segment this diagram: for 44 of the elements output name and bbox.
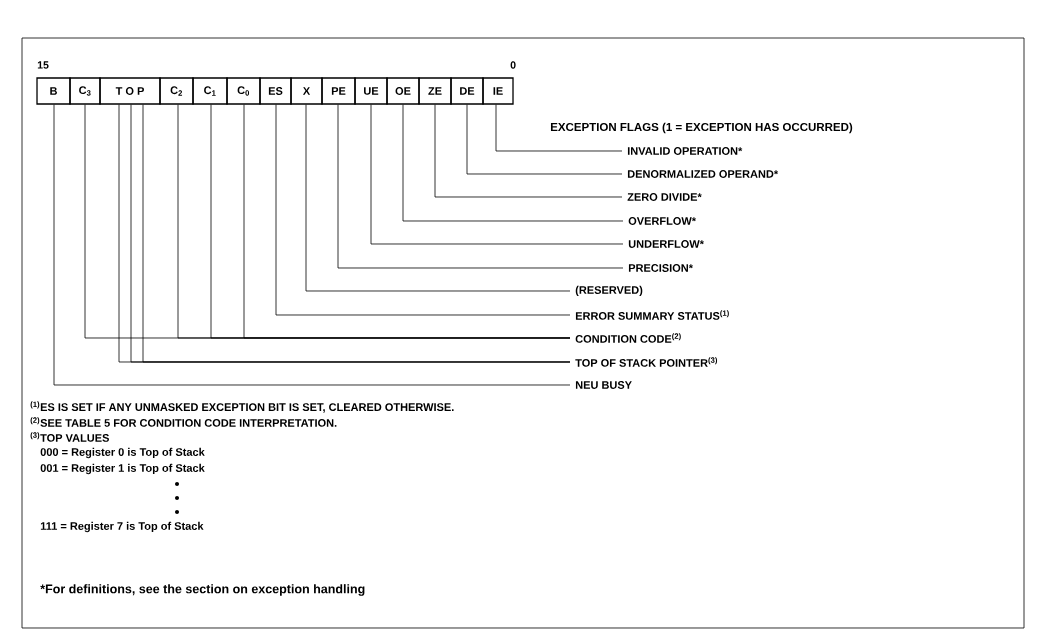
- bit-cell: PE: [321, 77, 356, 105]
- bit-number: 15: [37, 61, 49, 69]
- leader-line: [305, 104, 571, 292]
- bit-cell: C$_{1}$: [192, 77, 228, 105]
- footnote: 000 = Register 0 is Top of Stack: [40, 447, 205, 459]
- flag-label: TOP OF STACK POINTER$^{(3)}$: [575, 357, 718, 367]
- leader-line: [495, 104, 623, 152]
- bit-cell: DE: [450, 77, 484, 105]
- footnote: $^{(3)}$TOP VALUES: [30, 432, 109, 442]
- leader-line: [275, 104, 571, 316]
- bit-cell: ZE: [418, 77, 452, 105]
- bit-cell: C$_{0}$: [226, 77, 261, 105]
- flag-label: UNDERFLOW*: [628, 240, 704, 248]
- footnote: 111 = Register 7 is Top of Stack: [40, 521, 204, 533]
- footnote: $^{(1)}$ES IS SET IF ANY UNMASKED EXCEPTION BIT IS SET, CLEARED OTHERWISE.: [30, 401, 454, 413]
- bit-cell: C$_{3}$: [69, 77, 101, 105]
- bit-cell: OE: [386, 77, 420, 105]
- flag-label: NEU BUSY: [575, 381, 632, 389]
- bit-cell: IE: [482, 77, 514, 105]
- leader-line: [337, 104, 624, 269]
- bit-cell: ES: [259, 77, 292, 105]
- bit-cell: UE: [354, 77, 388, 105]
- flag-label: PRECISION*: [628, 264, 693, 272]
- bit-number: 0: [510, 61, 516, 69]
- bit-cell: X: [290, 77, 323, 105]
- flag-label: ZERO DIVIDE*: [627, 193, 702, 201]
- flag-label: ERROR SUMMARY STATUS$^{(1)}$: [575, 310, 729, 320]
- leader-line: [370, 104, 624, 245]
- leader-line: [402, 104, 624, 222]
- bit-cell: C$_{2}$: [159, 77, 194, 105]
- flag-label: CONDITION CODE$^{(2)}$: [575, 333, 681, 343]
- leader-line: [466, 104, 623, 175]
- footnote: 001 = Register 1 is Top of Stack: [40, 463, 205, 475]
- bit-cell: T O P: [99, 77, 161, 105]
- note: *For definitions, see the section on exception handling: [40, 584, 365, 596]
- flag-label: DENORMALIZED OPERAND*: [627, 170, 779, 178]
- flag-label: INVALID OPERATION*: [627, 147, 743, 155]
- bit-cell: B: [36, 77, 71, 105]
- flag-label: (RESERVED): [575, 285, 643, 297]
- leader-line: [434, 104, 623, 198]
- footnote: $^{(2)}$SEE TABLE 5 FOR CONDITION CODE INTERPRETATION.: [30, 417, 337, 427]
- leader-line: [53, 104, 571, 386]
- flag-label: OVERFLOW*: [628, 217, 697, 225]
- heading: EXCEPTION FLAGS (1 = EXCEPTION HAS OCCURRED): [551, 122, 853, 134]
